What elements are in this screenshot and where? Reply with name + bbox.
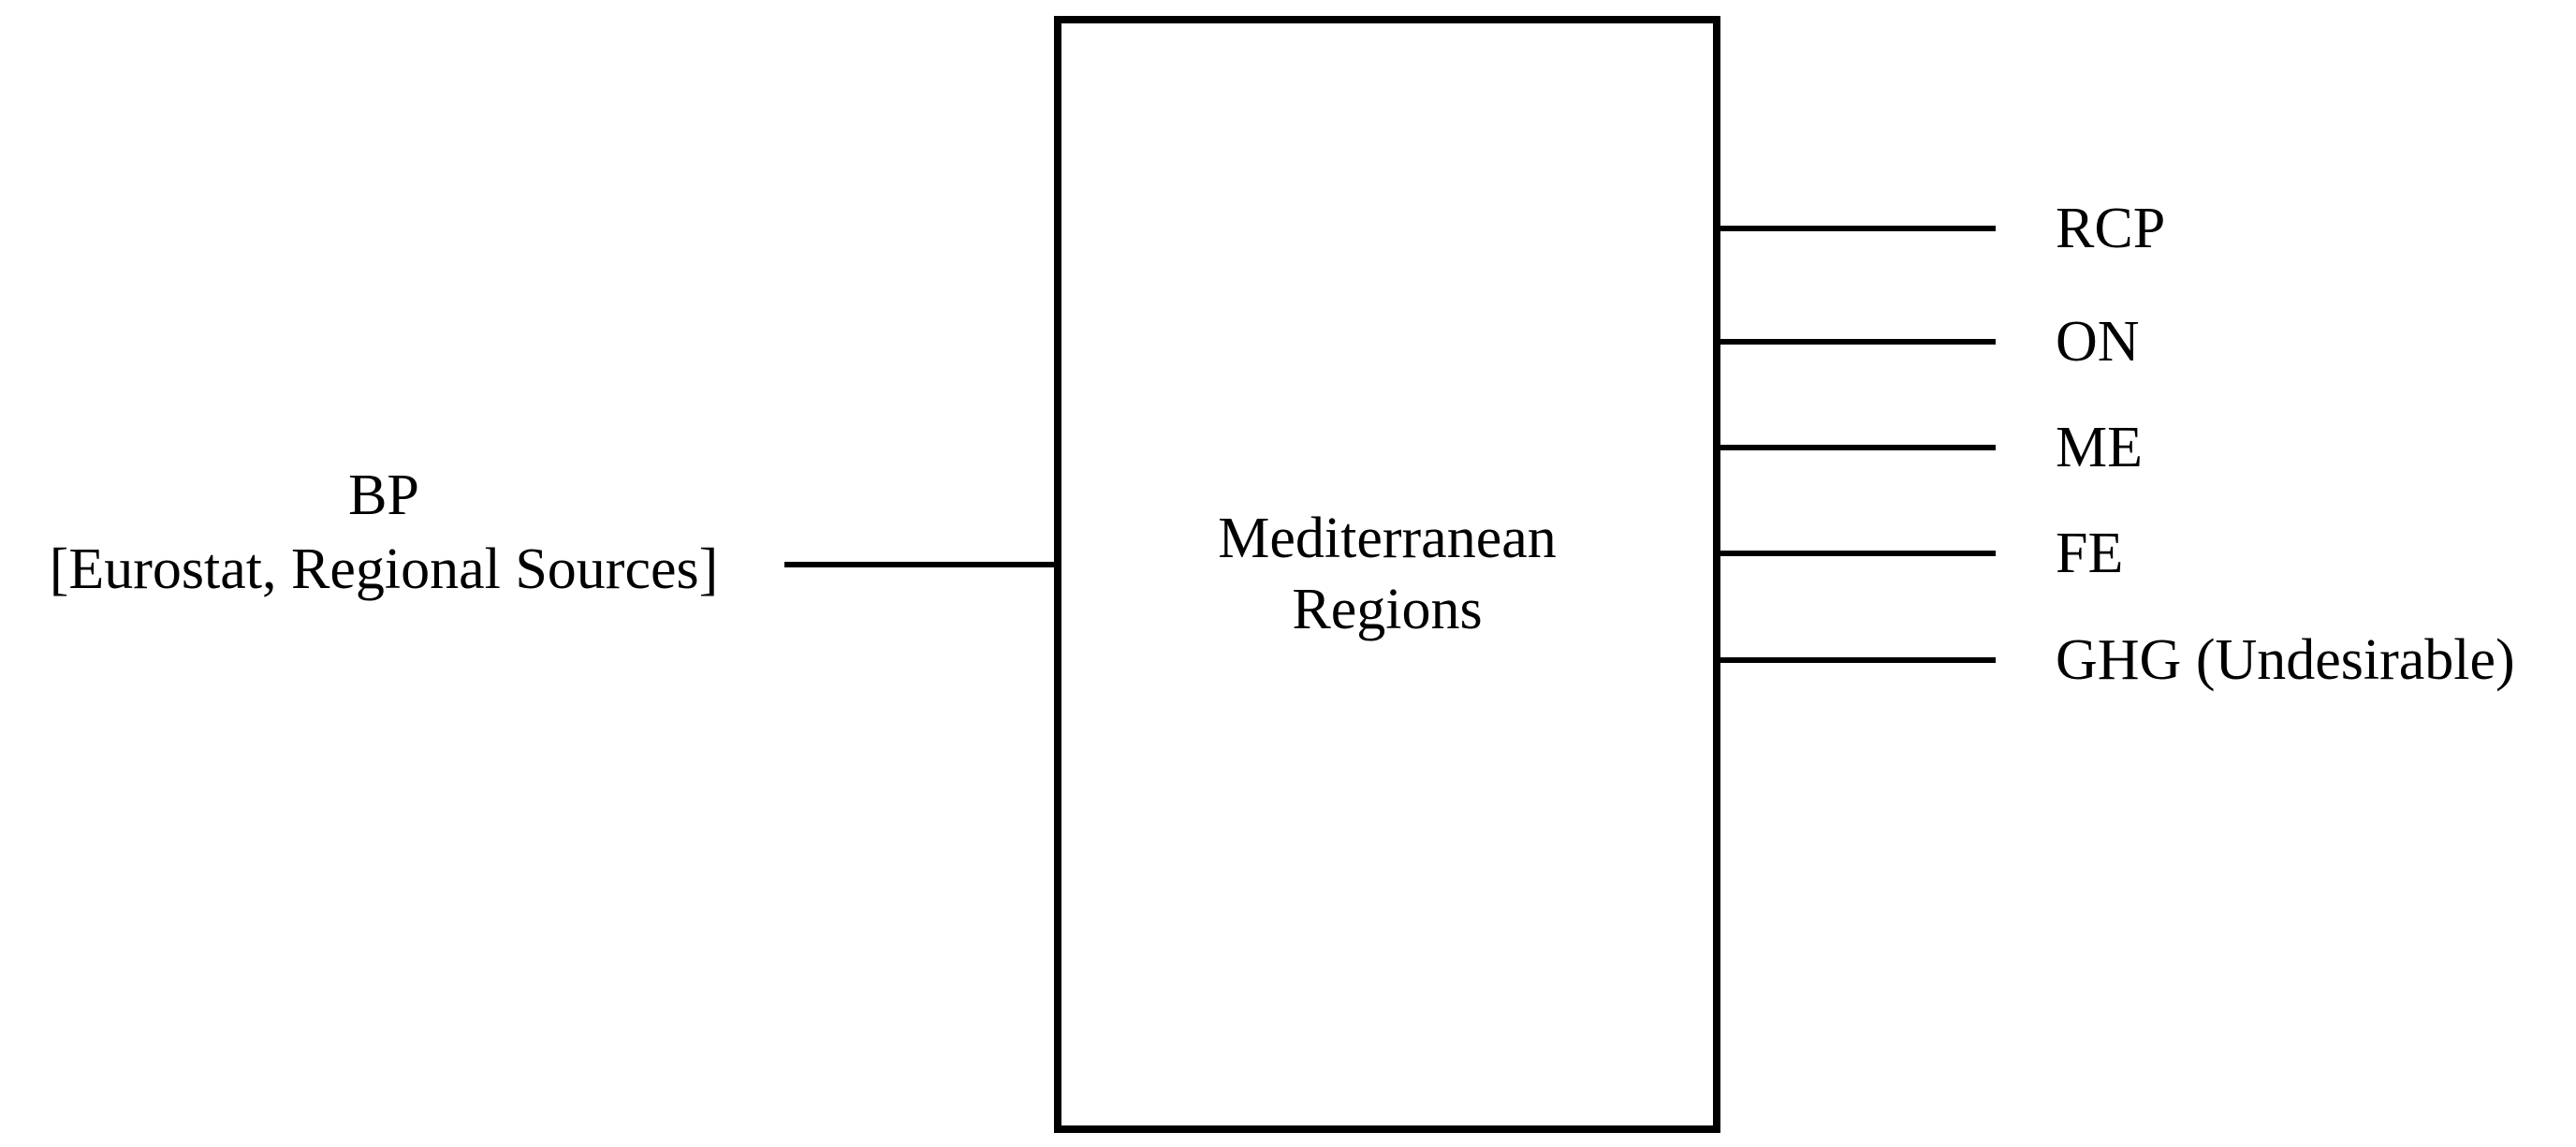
output-label-on: ON [2056, 310, 2140, 374]
output-connector-line-on [1717, 339, 1996, 345]
output-connector-line-me [1717, 445, 1996, 450]
output-label-fe: FE [2056, 522, 2124, 585]
input-label-block: BP [Eurostat, Regional Sources] [0, 459, 768, 608]
input-connector-line [784, 562, 1058, 567]
output-label-me: ME [2056, 416, 2143, 479]
input-label-line-1: BP [348, 463, 419, 527]
output-connector-line-fe [1717, 551, 1996, 556]
input-label-line-2: [Eurostat, Regional Sources] [49, 537, 719, 602]
process-box: Mediterranean Regions [1054, 16, 1720, 1133]
output-connector-line-rcp [1717, 226, 1996, 231]
output-connector-line-ghg [1717, 657, 1996, 663]
output-label-ghg: GHG (Undesirable) [2056, 628, 2515, 692]
process-box-label: Mediterranean Regions [1218, 506, 1557, 641]
output-label-rcp: RCP [2056, 197, 2166, 260]
